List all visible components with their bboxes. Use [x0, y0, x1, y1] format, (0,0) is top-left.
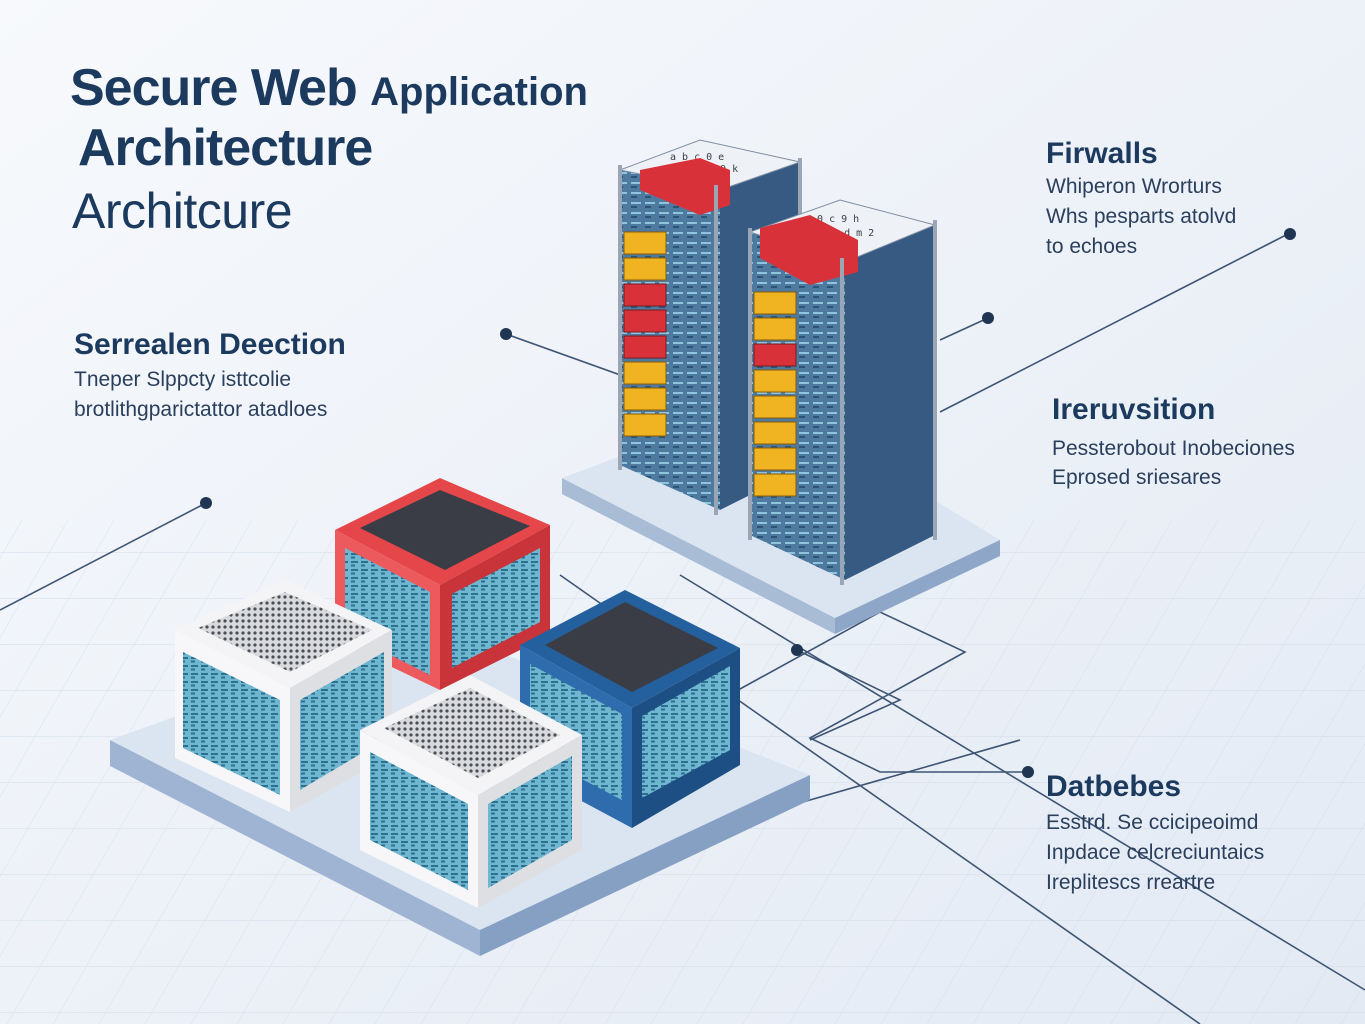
page-title: Secure Web Application	[70, 58, 588, 118]
firewall-icon	[640, 158, 730, 215]
firewall-connector-line	[939, 233, 1289, 413]
detection-desc-1: Tneper Slppcty isttcolie	[74, 368, 292, 391]
connector-node-icon	[1022, 766, 1034, 778]
detection-desc-2: brotlithgparictattor atadloes	[74, 398, 328, 421]
connector-node-icon	[500, 328, 512, 340]
svg-text:k 5 d m 2: k 5 d m 2	[820, 228, 874, 239]
title-line3: Architcure	[72, 183, 293, 239]
database-cube-icon	[335, 478, 550, 690]
firewalls-desc-1: Whiperon Wrorturs	[1046, 175, 1222, 198]
databases-desc-2: Inpdace celcreciuntaics	[1046, 841, 1265, 864]
intrusion-title: Ireruvsition	[1052, 393, 1216, 426]
databases-desc-3: Ireplitescs rreartre	[1046, 871, 1216, 894]
firewalls-desc-2: Whs pesparts atolvd	[1046, 205, 1237, 228]
connector-node-icon	[791, 644, 803, 656]
rack-connector-line	[939, 317, 989, 341]
database-cube-icon	[360, 675, 582, 908]
database-cube-icon	[175, 580, 392, 812]
connector-node-icon	[982, 312, 994, 324]
left-connector-line	[0, 502, 207, 611]
firewall-icon	[760, 215, 858, 285]
server-rack-icon: a b c 0 e 5 d h 9 k	[618, 139, 802, 515]
firewalls-title: Firwalls	[1046, 137, 1158, 170]
firewalls-desc-3: to echoes	[1046, 235, 1138, 258]
title-line2: Architecture	[78, 119, 373, 177]
detection-title: Serrealen Deection	[74, 328, 346, 361]
connector-node-icon	[200, 497, 212, 509]
intrusion-desc-1: Pessterobout Inobeciones	[1052, 437, 1295, 460]
title-line1-sub: Application	[370, 70, 588, 114]
databases-title: Datbebes	[1046, 770, 1182, 803]
svg-text:a b c 0 e: a b c 0 e	[670, 152, 724, 163]
connector-node-icon	[1284, 228, 1296, 240]
databases-desc-1: Esstrd. Se ccicipeoimd	[1046, 811, 1259, 834]
diagonal-floor-line	[679, 574, 1365, 991]
server-rack-icon: a 0 c 9 h k 5 d m 2	[748, 199, 937, 585]
connector-nodes	[200, 228, 1296, 778]
title-line1-main: Secure Web	[70, 59, 371, 117]
svg-text:a 0 c 9 h: a 0 c 9 h	[805, 214, 859, 225]
intrusion-desc-2: Eprosed sriesares	[1052, 466, 1222, 489]
database-connector-line	[719, 611, 1028, 773]
